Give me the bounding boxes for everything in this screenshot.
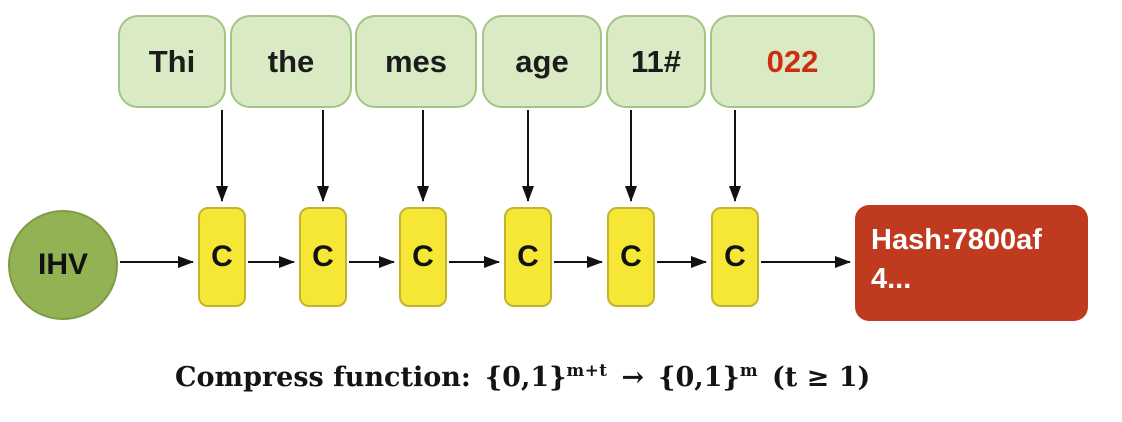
compress-block-label: C xyxy=(211,240,233,273)
message-block: age xyxy=(482,15,602,108)
caption-range: {0,1} xyxy=(658,362,740,393)
ihv-node: IHV xyxy=(8,210,118,320)
ihv-label: IHV xyxy=(37,248,88,281)
compress-block: C xyxy=(607,207,655,307)
message-block: Thi xyxy=(118,15,226,108)
hash-output-box: Hash:7800af 4... xyxy=(855,205,1088,321)
compress-function-caption: Compress function:{0,1}m+t→{0,1}m(t ≥ 1) xyxy=(175,360,870,393)
compress-block-label: C xyxy=(620,240,642,273)
compress-block-label: C xyxy=(412,240,434,273)
caption-range-exponent: m xyxy=(739,360,759,380)
hash-output-line2: 4... xyxy=(871,263,912,296)
message-block-label: 022 xyxy=(766,43,819,79)
compress-block-label: C xyxy=(312,240,334,273)
caption-condition: (t ≥ 1) xyxy=(772,362,871,393)
message-block-label: the xyxy=(267,43,315,79)
message-block-padding: 022 xyxy=(710,15,875,108)
compress-block: C xyxy=(504,207,552,307)
compress-block: C xyxy=(399,207,447,307)
message-block-label: mes xyxy=(384,43,448,79)
caption-arrow: → xyxy=(621,362,645,393)
hash-output-line1: Hash:7800af xyxy=(871,224,1042,256)
compress-block: C xyxy=(198,207,246,307)
message-block: 11# xyxy=(606,15,706,108)
caption-prefix: Compress function: xyxy=(175,362,471,393)
compress-block: C xyxy=(711,207,759,307)
caption-domain-exponent: m+t xyxy=(566,360,608,380)
message-block: mes xyxy=(355,15,477,108)
message-block: the xyxy=(230,15,352,108)
message-block-label: Thi xyxy=(148,43,196,79)
message-block-label: age xyxy=(515,43,569,79)
compress-block-label: C xyxy=(724,240,746,273)
compress-block-label: C xyxy=(517,240,539,273)
compress-block: C xyxy=(299,207,347,307)
message-block-label: 11# xyxy=(630,43,681,79)
caption-domain: {0,1} xyxy=(484,362,567,393)
